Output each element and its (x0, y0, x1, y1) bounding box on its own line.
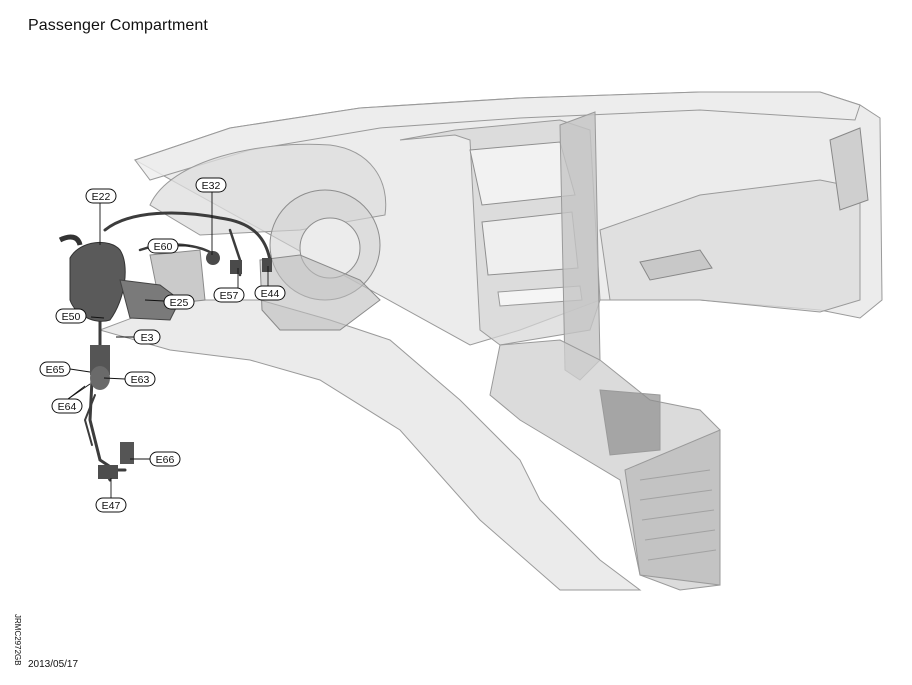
callout-e47: E47 (95, 497, 127, 513)
callout-label: E44 (261, 288, 280, 300)
callout-pill (55, 308, 87, 324)
callout-pill (133, 329, 161, 345)
callout-pill (124, 371, 156, 387)
callout-label: E50 (62, 311, 81, 323)
callout-e57: E57 (213, 287, 245, 303)
connector-components (58, 234, 272, 479)
callout-pill (51, 398, 83, 414)
page-title: Passenger Compartment (28, 17, 208, 34)
dashboard-body (98, 91, 883, 591)
callout-e60: E60 (147, 238, 179, 254)
callout-pill (163, 294, 195, 310)
callout-e32: E32 (195, 177, 227, 193)
reference-code: JRMC2972GB (13, 614, 22, 666)
callout-e3: E3 (133, 329, 161, 345)
callout-label: E57 (220, 290, 239, 302)
callout-pill (195, 177, 227, 193)
callout-label: E64 (58, 401, 77, 413)
callout-pill (213, 287, 245, 303)
callout-e50: E50 (55, 308, 87, 324)
callout-pill (254, 285, 286, 301)
callout-e63: E63 (124, 371, 156, 387)
callout-label: E22 (92, 191, 111, 203)
callout-label: E47 (102, 500, 121, 512)
callout-pill (147, 238, 179, 254)
revision-date: 2013/05/17 (28, 659, 79, 670)
callout-e65: E65 (39, 361, 71, 377)
callout-pill (149, 451, 181, 467)
callout-e64: E64 (51, 398, 83, 414)
callout-e25: E25 (163, 294, 195, 310)
callout-label: E66 (156, 454, 175, 466)
callout-e66: E66 (149, 451, 181, 467)
callout-label: E65 (46, 364, 65, 376)
steering-column (259, 189, 381, 331)
leader-lines (67, 192, 269, 498)
callout-label: E3 (141, 332, 154, 344)
callout-label: E32 (202, 180, 221, 192)
callout-e22: E22 (85, 188, 117, 204)
callout-label: E63 (131, 374, 150, 386)
callout-label: E60 (154, 241, 173, 253)
callout-pill (95, 497, 127, 513)
callout-e44: E44 (254, 285, 286, 301)
callout-label: E25 (170, 297, 189, 309)
callout-pill (85, 188, 117, 204)
callout-pill (39, 361, 71, 377)
